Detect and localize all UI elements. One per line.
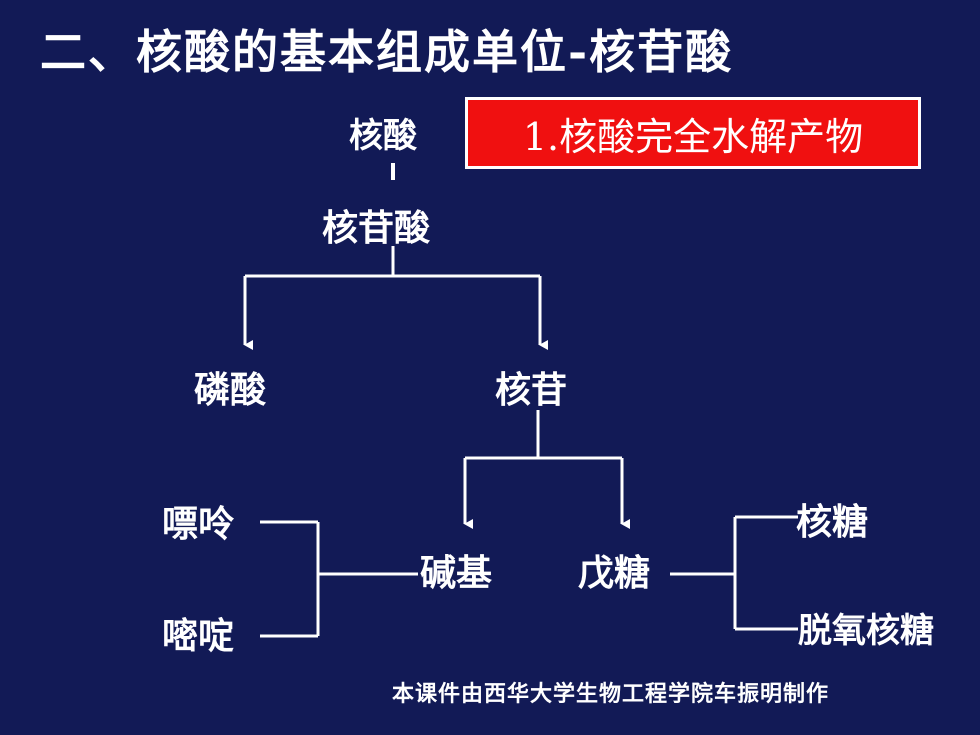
- node-nucleic-acid: 核酸: [349, 116, 417, 156]
- node-base: 碱基: [420, 552, 493, 594]
- node-phosphate: 磷酸: [194, 369, 267, 411]
- highlight-box: 1.核酸完全水解产物: [465, 97, 921, 169]
- slide-title: 二、核酸的基本组成单位-核苷酸: [40, 25, 734, 79]
- node-deoxyribose: 脱氧核糖: [798, 611, 934, 651]
- node-pyrimidine: 嘧啶: [162, 615, 235, 657]
- footer-credit: 本课件由西华大学生物工程学院车振明制作: [392, 681, 830, 707]
- node-purine: 嘌呤: [162, 503, 235, 545]
- node-pentose: 戊糖: [578, 552, 651, 594]
- node-ribose: 核糖: [796, 501, 869, 543]
- node-nucleotide: 核苷酸: [322, 207, 431, 249]
- node-nucleoside: 核苷: [495, 369, 568, 411]
- highlight-box-label: 1.核酸完全水解产物: [522, 114, 864, 159]
